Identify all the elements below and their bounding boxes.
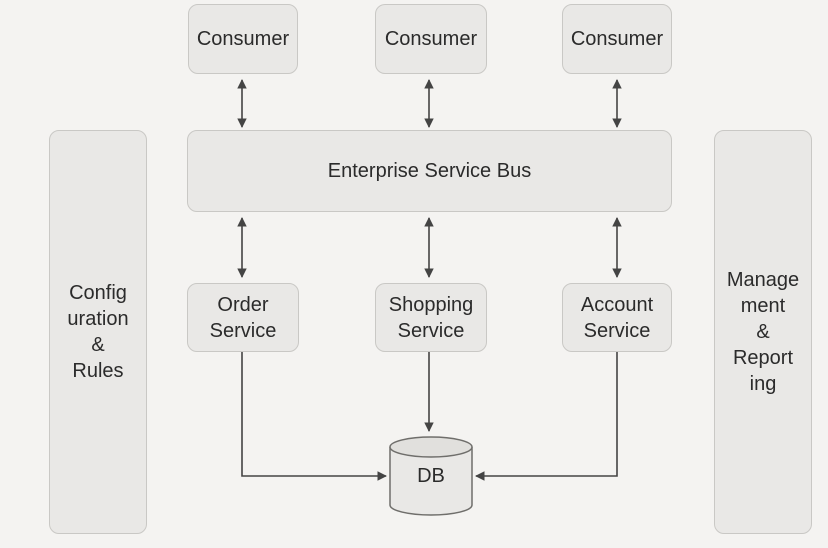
management-reporting-panel: Manage ment & Report ing	[714, 130, 812, 534]
shopping-service-box: Shopping Service	[375, 283, 487, 352]
database-label: DB	[417, 465, 445, 487]
order-db-arrow	[241, 352, 387, 481]
account-db-arrow	[475, 352, 618, 481]
database-cylinder	[389, 436, 473, 516]
shopping-service-label: Shopping Service	[388, 293, 474, 342]
consumer-label-2: Consumer	[384, 28, 478, 50]
consumer-box-3: Consumer	[562, 4, 672, 74]
configuration-rules-panel: Config uration & Rules	[49, 130, 147, 534]
order-service-box: Order Service	[187, 283, 299, 352]
configuration-rules-label: Config uration & Rules	[67, 282, 129, 382]
management-reporting-label: Manage ment & Report ing	[726, 269, 800, 395]
consumer-label-3: Consumer	[570, 28, 664, 50]
account-service-box: Account Service	[562, 283, 672, 352]
order-service-label: Order Service	[209, 293, 277, 342]
consumer-box-1: Consumer	[188, 4, 298, 74]
account-service-label: Account Service	[580, 293, 654, 342]
consumer-box-2: Consumer	[375, 4, 487, 74]
bus-label: Enterprise Service Bus	[327, 160, 532, 182]
consumer-label-1: Consumer	[196, 28, 290, 50]
enterprise-service-bus: Enterprise Service Bus	[187, 130, 672, 212]
